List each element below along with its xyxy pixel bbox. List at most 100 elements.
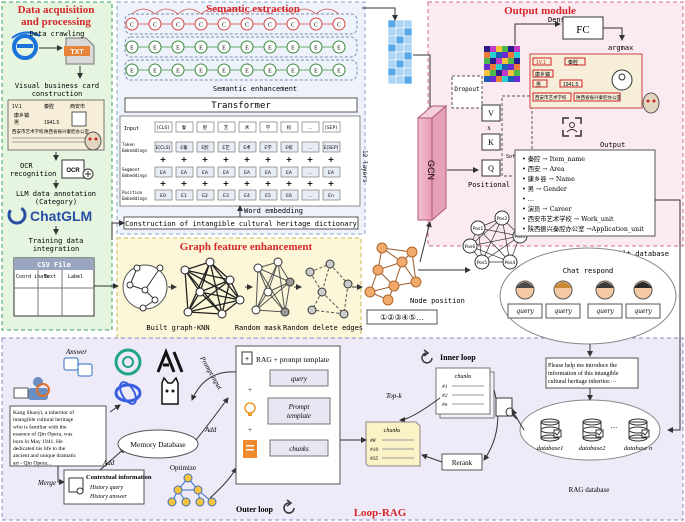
tree-node <box>195 497 205 507</box>
visual-card-label-1: Visual business card <box>15 82 99 90</box>
sem-node-label: E <box>176 69 180 75</box>
bert-cell-text: EA <box>265 170 272 176</box>
pos-node <box>502 254 518 270</box>
knn-edge <box>187 261 211 313</box>
bert-plus: + <box>181 155 188 164</box>
svg-text:康乡镇: 康乡镇 <box>14 112 29 119</box>
visual-card-label-2: construction <box>32 90 83 98</box>
bert-cell <box>322 121 341 133</box>
data-crawling-label: Data crawling <box>30 30 85 38</box>
tree-node <box>193 485 203 495</box>
sem-row-frame <box>124 59 358 81</box>
chat-query-box <box>625 303 661 319</box>
bert-cell-text: E4 <box>244 193 250 199</box>
database-label: database2 <box>579 445 606 452</box>
mask-label: Random mask <box>235 324 282 332</box>
mask-edge <box>277 261 286 313</box>
sem-node <box>286 17 300 31</box>
bert-cell <box>322 166 341 178</box>
orange-node <box>388 280 400 292</box>
sem-node <box>171 63 185 77</box>
matrix-cell <box>387 59 397 69</box>
ie-browser-icon <box>11 31 41 60</box>
heat-cell <box>484 58 490 64</box>
answer-line: ancient and unique dramatic <box>13 453 77 459</box>
sem-arc <box>269 8 294 15</box>
orange-node-graph <box>364 242 471 306</box>
matrix-cell <box>403 67 413 77</box>
heat-cell <box>496 64 502 70</box>
sem-node <box>286 63 300 77</box>
heat-cell <box>484 76 490 82</box>
heat-cell <box>514 46 520 52</box>
sem-node <box>217 17 231 31</box>
bert-cell <box>238 189 257 201</box>
qa-bubbles-icon <box>63 357 93 377</box>
bert-cell-text: ... <box>308 126 312 131</box>
answer-label: Answer <box>65 348 87 356</box>
sem-row-frame <box>124 36 358 58</box>
output-opera-mask-icon <box>642 92 660 114</box>
sem-node <box>217 63 231 77</box>
bert-cell-text: E2 <box>202 193 208 199</box>
heat-cell <box>508 52 514 58</box>
bert-cell <box>175 189 194 201</box>
mask-node <box>280 307 290 317</box>
svg-text:秦腔: 秦腔 <box>568 59 578 66</box>
knn-node <box>180 265 190 275</box>
mask-edge <box>255 281 291 311</box>
sem-node-label: E <box>337 69 341 75</box>
output-item: • 陕西振兴秦腔办公室 →Application_unit <box>522 224 644 233</box>
bert-cell-text: ... <box>308 146 312 151</box>
svg-text:+: + <box>245 356 249 363</box>
bert-cell-text: ... <box>308 171 312 176</box>
matrix-cell <box>403 35 413 45</box>
sem-node-label: E <box>222 46 226 52</box>
knn-edge <box>184 269 189 313</box>
sem-node <box>148 40 162 54</box>
optimize-label: Optimize <box>170 464 196 472</box>
output-item: • 西安 → Area <box>522 164 565 173</box>
tree-node <box>173 485 183 495</box>
answer-line: who is familiar with the <box>13 423 67 430</box>
bert-cell-text: ... <box>308 194 312 199</box>
bert-cell-text: E校 <box>285 144 293 151</box>
heat-cell <box>490 52 496 58</box>
training-label-2: integration <box>33 245 79 253</box>
sem-node-label: C <box>314 23 318 29</box>
bert-cell <box>196 121 215 133</box>
rag-template-icon: + <box>241 351 253 365</box>
sem-node <box>309 40 323 54</box>
bert-cell <box>217 121 236 133</box>
mask-edge <box>267 261 279 293</box>
llm-annotation-label-2: (Category) <box>35 198 77 206</box>
tree-node <box>181 497 191 507</box>
delete-edge <box>311 309 345 315</box>
sem-node-label: C <box>222 23 226 29</box>
layers-label: 12 layers <box>361 150 368 183</box>
svg-text:K: K <box>488 138 494 147</box>
template-title: RAG + prompt template <box>256 355 330 364</box>
bert-cell-text: E0 <box>160 193 166 199</box>
svg-text:1V.1: 1V.1 <box>12 104 22 110</box>
sem-arc <box>177 8 202 15</box>
database-check-mark <box>596 430 603 436</box>
bert-plus: + <box>265 179 272 188</box>
graph-node <box>151 296 159 304</box>
bert-cell <box>280 189 299 201</box>
acquisition-title-1: Data acquisition <box>18 4 95 16</box>
chat-respond-ellipse <box>499 247 677 345</box>
bert-cell-text: EA <box>286 170 293 176</box>
knn-edge <box>199 291 223 315</box>
svg-text:Coord inate: Coord inate <box>16 274 49 280</box>
bert-cell-text: 校 <box>287 124 292 131</box>
bert-cell-text: E1 <box>181 193 187 199</box>
bert-cell-text: EA <box>160 170 167 176</box>
bert-plus: + <box>244 179 251 188</box>
heat-cell <box>508 58 514 64</box>
bert-cell-text: E学 <box>264 144 272 151</box>
heat-cell <box>508 70 514 76</box>
question-line-3: cultural heritage inheritor.··· <box>548 379 616 385</box>
bert-cell <box>280 166 299 178</box>
